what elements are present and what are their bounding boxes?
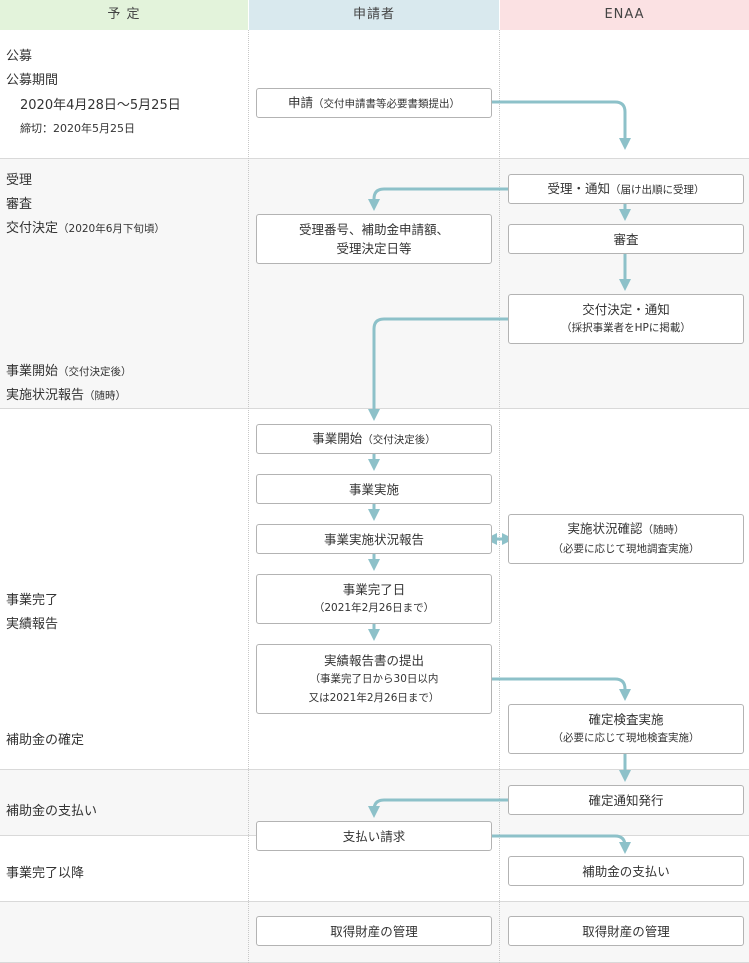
applicant-zaisan-kanri-label: 取得財産の管理 <box>330 923 418 939</box>
applicant-shiharai-seikyu-box: 支払い請求 <box>256 821 492 851</box>
enaa-zaisan-kanri-label: 取得財産の管理 <box>582 923 670 939</box>
applicant-kanryo-day-label: 事業完了日 <box>342 582 406 597</box>
schedule-koufu-kettei-label: 交付決定 <box>6 221 59 236</box>
enaa-juri-tsuchi-note: （届け出順に受理） <box>610 183 705 196</box>
enaa-zaisan-kanri-box: 取得財産の管理 <box>508 916 744 946</box>
schedule-jigyou-kaishi-note: （交付決定後） <box>58 366 132 378</box>
enaa-juri-tsuchi-line: 受理・通知（届け出順に受理） <box>547 179 704 200</box>
enaa-shinsa-label: 審査 <box>613 231 639 247</box>
applicant-jisshi-houkoku-box: 事業実施状況報告 <box>256 524 492 554</box>
arrow-juri-to-applicant <box>368 187 509 211</box>
applicant-jisseki-note1: （事業完了日から30日以内 <box>309 672 439 685</box>
column-divider <box>248 30 249 963</box>
arrow-koufu-to-kaishi <box>368 317 509 421</box>
applicant-jigyou-jisshi-box: 事業実施 <box>256 474 492 504</box>
schedule-koubo-period: 公募期間 <box>6 73 59 88</box>
applicant-jisseki-label: 実績報告書の提出 <box>323 652 424 668</box>
schedule-period-dates: 2020年4月28日～5月25日 <box>20 98 181 113</box>
schedule-koufu-kettei: 交付決定（2020年6月下旬頃） <box>6 217 165 236</box>
enaa-jisshi-kakunin-label: 実施状況確認 <box>567 521 643 536</box>
header-schedule: 予 定 <box>0 0 248 30</box>
schedule-juri: 受理 <box>6 173 33 188</box>
enaa-shinsa-box: 審査 <box>508 224 744 254</box>
applicant-juri-info-box: 受理番号、補助金申請額、 受理決定日等 <box>256 214 492 264</box>
applicant-jisseki-box: 実績報告書の提出 （事業完了日から30日以内 又は2021年2月26日まで） <box>256 644 492 714</box>
schedule-jisseki-houkoku: 実績報告 <box>6 617 59 632</box>
applicant-jigyou-jisshi-label: 事業実施 <box>348 481 399 497</box>
applicant-shinsei-note: （交付申請書等必要書類提出） <box>313 97 460 110</box>
schedule-jigyou-kanryo: 事業完了 <box>6 593 59 608</box>
arrow-jisseki-to-kensa <box>491 677 631 701</box>
schedule-jigyou-kaishi: 事業開始（交付決定後） <box>6 360 132 379</box>
applicant-jigyou-kaishi-note: （交付決定後） <box>362 433 436 446</box>
enaa-jisshi-kakunin-sub: （必要に応じて現地調査実施） <box>552 543 700 555</box>
header-enaa: ENAA <box>500 0 749 30</box>
enaa-jisshi-kakunin-note: （随時） <box>642 524 685 536</box>
enaa-kakutei-kensa-label: 確定検査実施 <box>588 712 664 727</box>
arrow-seikyu-to-shiharai <box>491 834 631 854</box>
applicant-jisseki-note2: 又は2021年2月26日まで） <box>308 691 440 704</box>
divider <box>0 769 749 770</box>
schedule-kakutei: 補助金の確定 <box>6 733 85 748</box>
schedule-koufu-kettei-note: （2020年6月下旬頃） <box>58 223 165 235</box>
applicant-juri-info-line1: 受理番号、補助金申請額、 <box>298 222 449 237</box>
enaa-juri-tsuchi-box: 受理・通知（届け出順に受理） <box>508 174 744 204</box>
enaa-shiharai-box: 補助金の支払い <box>508 856 744 886</box>
divider <box>0 158 749 159</box>
arrow-tsuchi-to-seikyu <box>368 798 509 818</box>
applicant-shinsei-label: 申請 <box>287 94 313 110</box>
enaa-juri-tsuchi-label: 受理・通知 <box>547 180 610 196</box>
applicant-kanryo-day-note: （2021年2月26日まで） <box>313 602 435 614</box>
enaa-jisshi-kakunin-line: 実施状況確認（随時） <box>567 519 684 540</box>
schedule-jisshi-houkoku-note: （随時） <box>84 390 127 402</box>
divider <box>0 901 749 902</box>
enaa-kakutei-kensa-box: 確定検査実施 （必要に応じて現地検査実施） <box>508 704 744 754</box>
enaa-kakutei-kensa-sub: （必要に応じて現地検査実施） <box>552 732 700 744</box>
applicant-shinsei-box: 申請（交付申請書等必要書類提出） <box>256 88 492 118</box>
enaa-koufu-tsuchi-note: （採択事業者をHPに掲載） <box>561 322 691 334</box>
applicant-shiharai-seikyu-label: 支払い請求 <box>342 828 406 844</box>
applicant-jigyou-kaishi-box: 事業開始（交付決定後） <box>256 424 492 454</box>
enaa-koufu-tsuchi-box: 交付決定・通知 （採択事業者をHPに掲載） <box>508 294 744 344</box>
enaa-kakutei-tsuchi-label: 確定通知発行 <box>588 792 664 808</box>
schedule-jisshi-houkoku: 実施状況報告（随時） <box>6 384 126 403</box>
schedule-ikou: 事業完了以降 <box>6 866 85 881</box>
schedule-deadline: 締切：2020年5月25日 <box>20 122 135 135</box>
applicant-juri-info-line2: 受理決定日等 <box>336 241 412 256</box>
enaa-koufu-tsuchi-label: 交付決定・通知 <box>582 302 670 317</box>
applicant-kanryo-day-box: 事業完了日 （2021年2月26日まで） <box>256 574 492 624</box>
schedule-jisshi-houkoku-label: 実施状況報告 <box>6 388 85 403</box>
applicant-zaisan-kanri-box: 取得財産の管理 <box>256 916 492 946</box>
applicant-jisshi-houkoku-label: 事業実施状況報告 <box>323 531 424 547</box>
arrow-shinsei-to-juri <box>491 100 631 150</box>
header-applicant: 申請者 <box>249 0 499 30</box>
schedule-jigyou-kaishi-label: 事業開始 <box>6 364 59 379</box>
schedule-koubo: 公募 <box>6 49 33 64</box>
applicant-shinsei-line: 申請（交付申請書等必要書類提出） <box>288 93 460 114</box>
applicant-jigyou-kaishi-label: 事業開始 <box>312 430 363 446</box>
column-divider <box>499 30 500 963</box>
enaa-kakutei-tsuchi-box: 確定通知発行 <box>508 785 744 815</box>
enaa-shiharai-label: 補助金の支払い <box>582 863 670 879</box>
schedule-shiharai: 補助金の支払い <box>6 804 98 819</box>
enaa-jisshi-kakunin-box: 実施状況確認（随時） （必要に応じて現地調査実施） <box>508 514 744 564</box>
schedule-shinsa: 審査 <box>6 197 33 212</box>
applicant-jigyou-kaishi-line: 事業開始（交付決定後） <box>312 429 436 450</box>
